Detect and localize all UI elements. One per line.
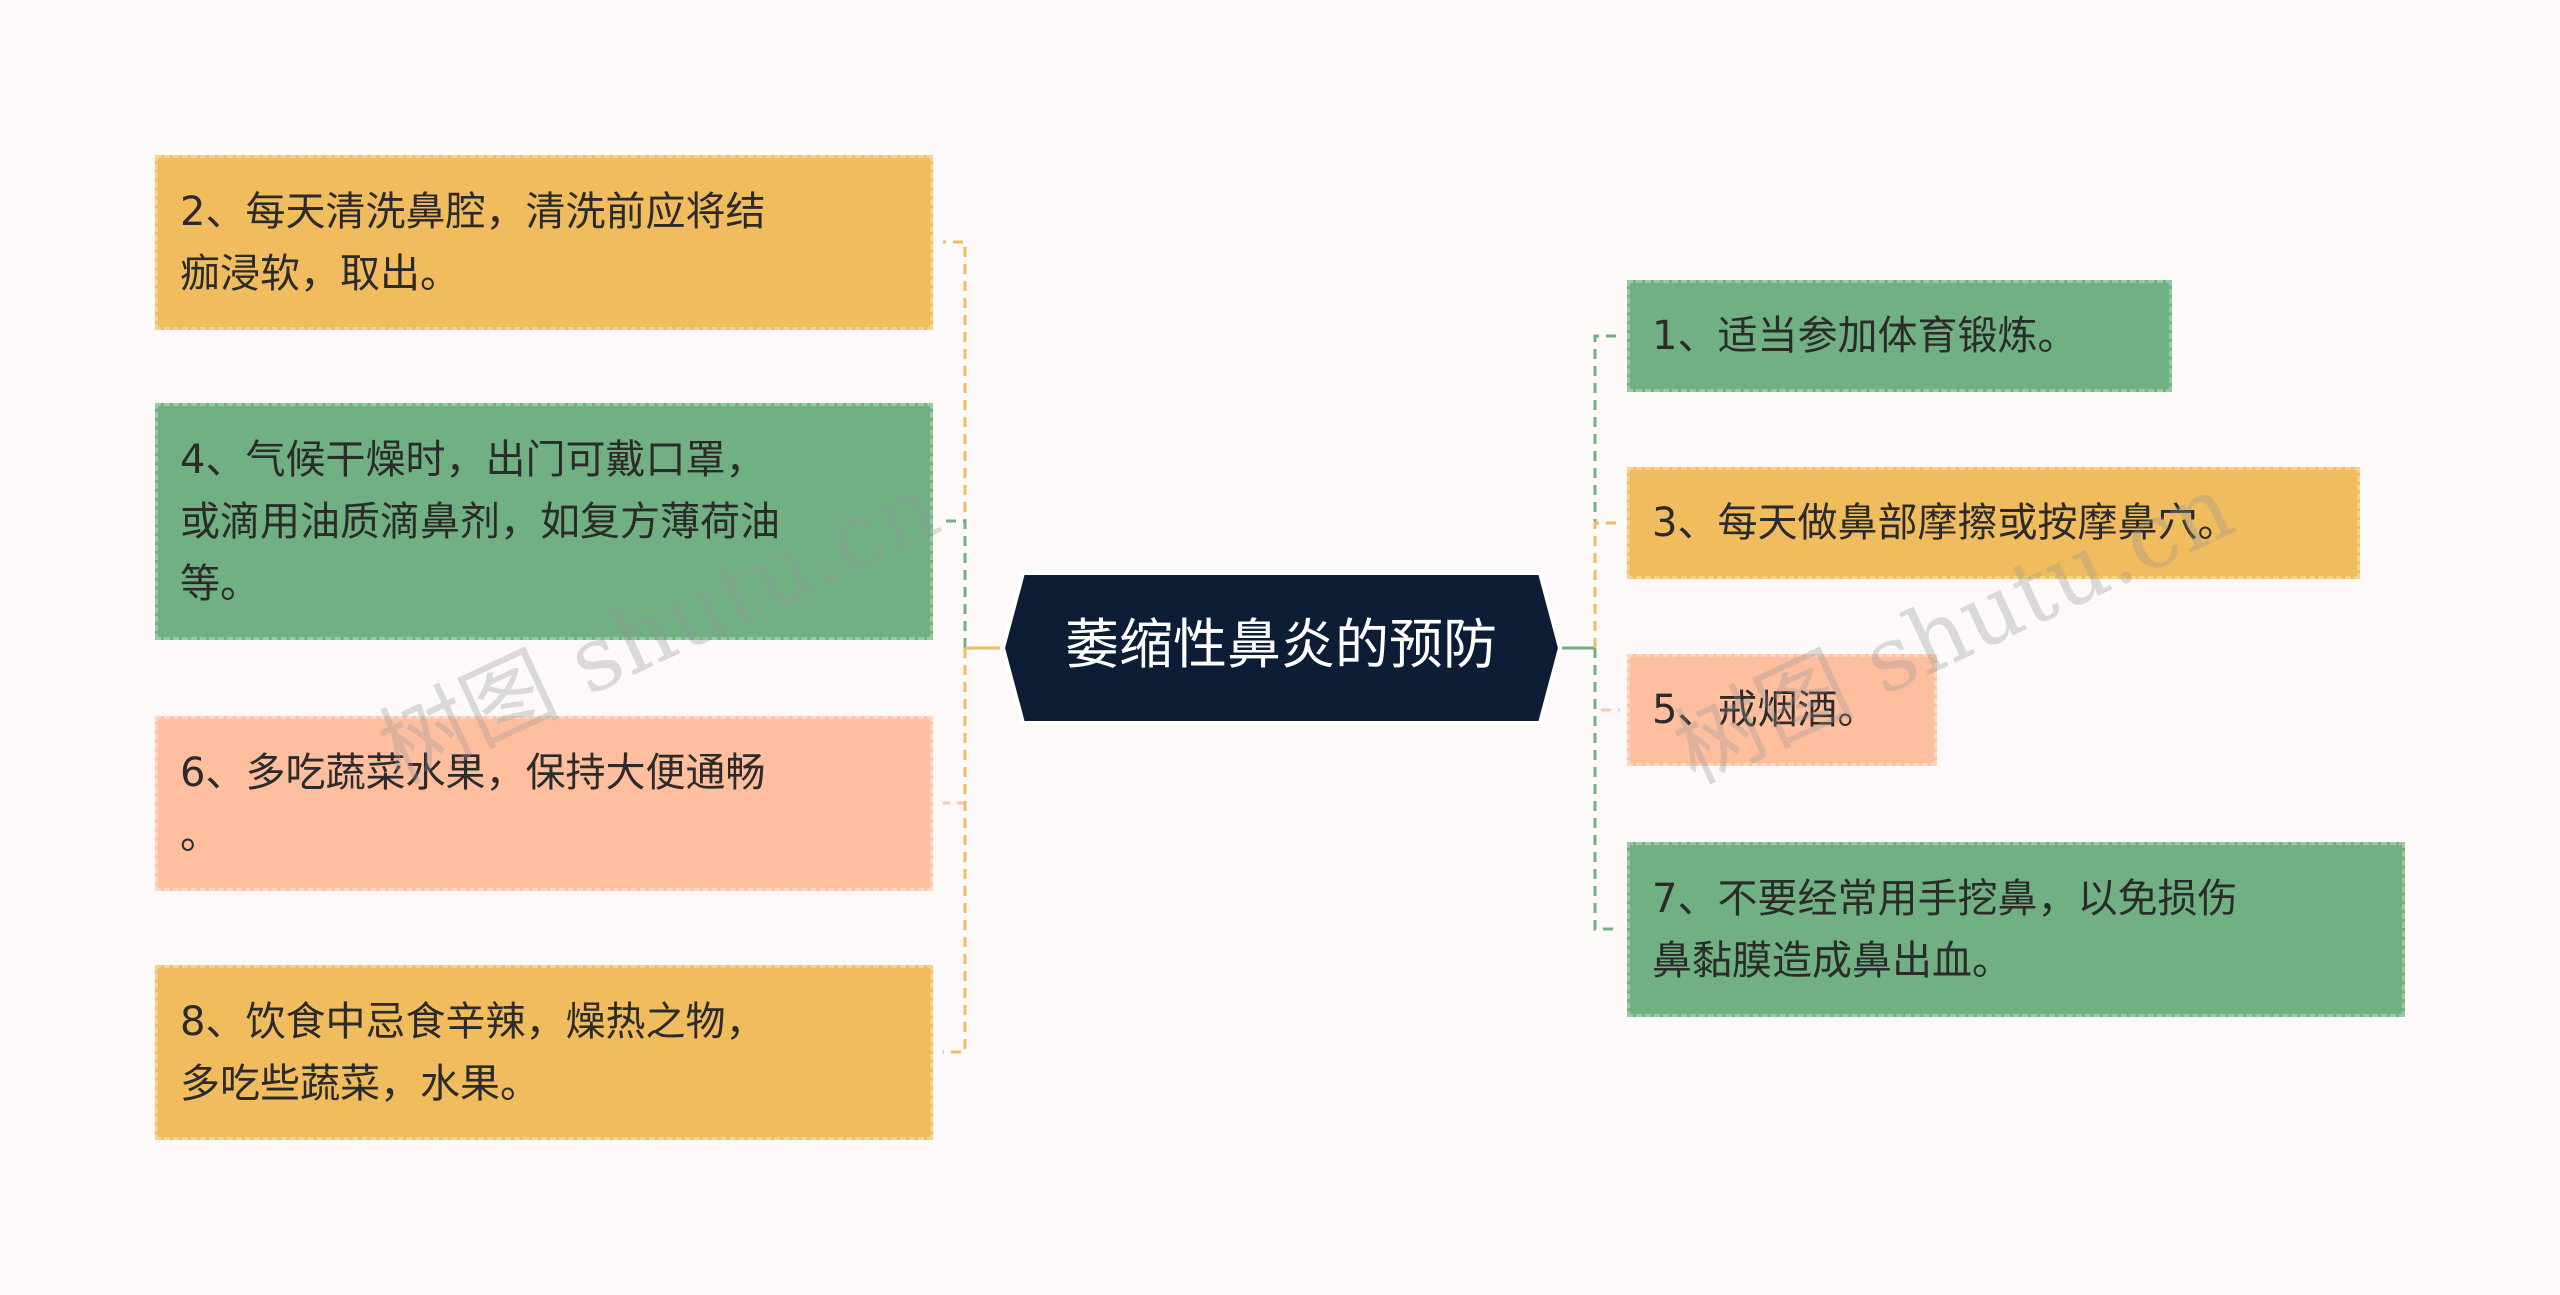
connector-left-6 <box>943 648 967 805</box>
node-text-line: 8、饮食中忌食辛辣，燥热之物， <box>180 998 766 1045</box>
branch-node-6: 6、多吃蔬菜水果，保持大便通畅 。 <box>155 716 933 891</box>
node-text-line: 痂浸软，取出。 <box>180 250 460 297</box>
connector-left-2 <box>943 240 967 648</box>
center-title: 萎缩性鼻炎的预防 <box>1065 613 1497 676</box>
node-text-line: 等。 <box>180 560 260 607</box>
connector-right-3 <box>1593 521 1620 648</box>
node-text-line: 鼻黏膜造成鼻出血。 <box>1652 937 2012 984</box>
node-text-line: 5、戒烟酒。 <box>1652 687 1878 733</box>
branch-node-4: 4、气候干燥时，出门可戴口罩， 或滴用油质滴鼻剂，如复方薄荷油 等。 <box>155 403 933 640</box>
connector-right-5 <box>1593 648 1620 712</box>
branch-node-7: 7、不要经常用手挖鼻，以免损伤 鼻黏膜造成鼻出血。 <box>1627 842 2405 1017</box>
connector-right-1 <box>1593 334 1620 648</box>
node-text-line: 或滴用油质滴鼻剂，如复方薄荷油 <box>180 498 780 545</box>
node-text-line: 2、每天清洗鼻腔，清洗前应将结 <box>180 188 766 235</box>
branch-node-2: 2、每天清洗鼻腔，清洗前应将结 痂浸软，取出。 <box>155 155 933 330</box>
node-text-line: 1、适当参加体育锻炼。 <box>1652 313 2078 359</box>
node-text-line: 7、不要经常用手挖鼻，以免损伤 <box>1652 875 2238 922</box>
node-text-line: 。 <box>180 811 220 858</box>
branch-node-5: 5、戒烟酒。 <box>1627 654 1937 766</box>
node-text-line: 6、多吃蔬菜水果，保持大便通畅 <box>180 749 766 796</box>
center-node: 萎缩性鼻炎的预防 <box>1000 571 1563 725</box>
connector-right-7 <box>1593 648 1620 931</box>
branch-node-1: 1、适当参加体育锻炼。 <box>1627 280 2172 392</box>
node-text-line: 3、每天做鼻部摩擦或按摩鼻穴。 <box>1652 500 2238 546</box>
connector-left-4 <box>943 519 967 648</box>
center-node-shape <box>1000 571 1563 725</box>
branch-node-8: 8、饮食中忌食辛辣，燥热之物， 多吃些蔬菜，水果。 <box>155 965 933 1140</box>
node-text-line: 多吃些蔬菜，水果。 <box>180 1060 540 1107</box>
node-text-line: 4、气候干燥时，出门可戴口罩， <box>180 436 766 483</box>
branch-node-3: 3、每天做鼻部摩擦或按摩鼻穴。 <box>1627 467 2360 579</box>
connector-left-8 <box>943 648 967 1054</box>
